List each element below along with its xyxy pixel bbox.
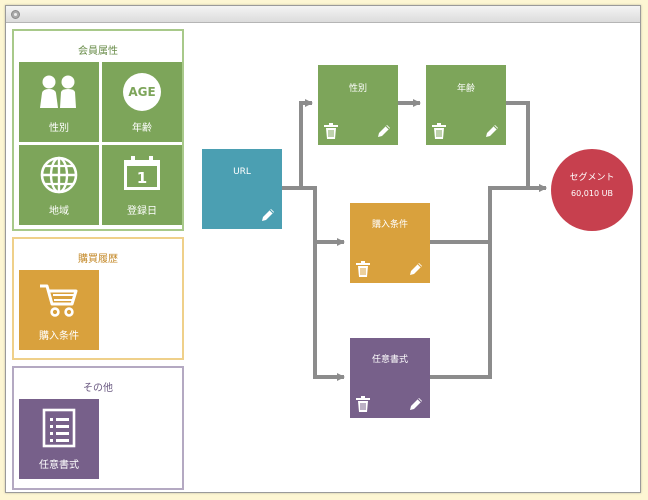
pencil-icon[interactable] [484,123,500,139]
node-label: 性別 [348,84,367,94]
palette-tile-purchase-condition[interactable]: 購入条件 [19,270,99,350]
pencil-icon[interactable] [408,261,424,277]
segment-result[interactable]: セグメント 60,010 UB [551,149,633,231]
tile-label: 購入条件 [39,331,79,342]
node-label: 任意書式 [371,355,408,365]
flow-node-age[interactable]: 年齢 [426,65,506,145]
connector-custom-segment [430,242,492,379]
connector-url-custom [313,242,345,381]
palette-tile-gender[interactable]: 性別 [19,62,99,142]
palette-tile-registration-date[interactable]: 1 登録日 [102,145,182,225]
node-label: 購入条件 [371,220,408,230]
flow-connectors [282,99,547,381]
tile-label: 地域 [49,206,69,217]
tile-label: 年齢 [132,123,152,134]
connector-purchase-segment [430,184,547,244]
calendar-icon: 1 [124,156,160,190]
trash-icon[interactable] [324,123,338,139]
connector-url-purchase [282,186,345,246]
tile-label: 登録日 [127,206,157,217]
trash-icon[interactable] [432,123,446,139]
cart-icon [40,284,78,317]
pencil-icon[interactable] [260,207,276,223]
flow-node-purchase-condition[interactable]: 購入条件 [350,203,430,283]
globe-icon [40,156,78,194]
title-bar [6,6,640,23]
segment-label: セグメント [569,173,615,183]
group-title: 購買履歴 [78,254,118,265]
tile-label: 任意書式 [39,460,79,471]
close-button[interactable] [11,10,20,19]
group-title: その他 [83,383,113,394]
group-purchase-history: 購買履歴 購入条件 [12,237,184,360]
group-other: その他 任意書式 [12,366,184,490]
group-member-attributes: 会員属性 性別 AGE 年齢 地域 [12,29,184,231]
pencil-icon[interactable] [376,123,392,139]
connector-age-segment [506,101,547,192]
node-label: URL [233,167,251,177]
palette-tile-custom-format[interactable]: 任意書式 [19,399,99,479]
tile-label: 性別 [49,123,69,134]
connector-url-gender [282,99,313,190]
segment-count: 60,010 UB [571,189,613,198]
palette-tile-age[interactable]: AGE 年齢 [102,62,182,142]
trash-icon[interactable] [356,396,370,412]
app-window: 会員属性 性別 AGE 年齢 地域 [5,5,641,493]
list-doc-icon [42,408,76,448]
pencil-icon[interactable] [408,396,424,412]
age-icon: AGE [123,73,161,111]
group-title: 会員属性 [78,46,118,57]
flow-node-url[interactable]: URL [202,149,282,229]
people-icon [40,75,76,108]
flow-node-custom-format[interactable]: 任意書式 [350,338,430,418]
trash-icon[interactable] [356,261,370,277]
flow-node-gender[interactable]: 性別 [318,65,398,145]
node-label: 年齢 [456,84,475,94]
palette-tile-region[interactable]: 地域 [19,145,99,225]
